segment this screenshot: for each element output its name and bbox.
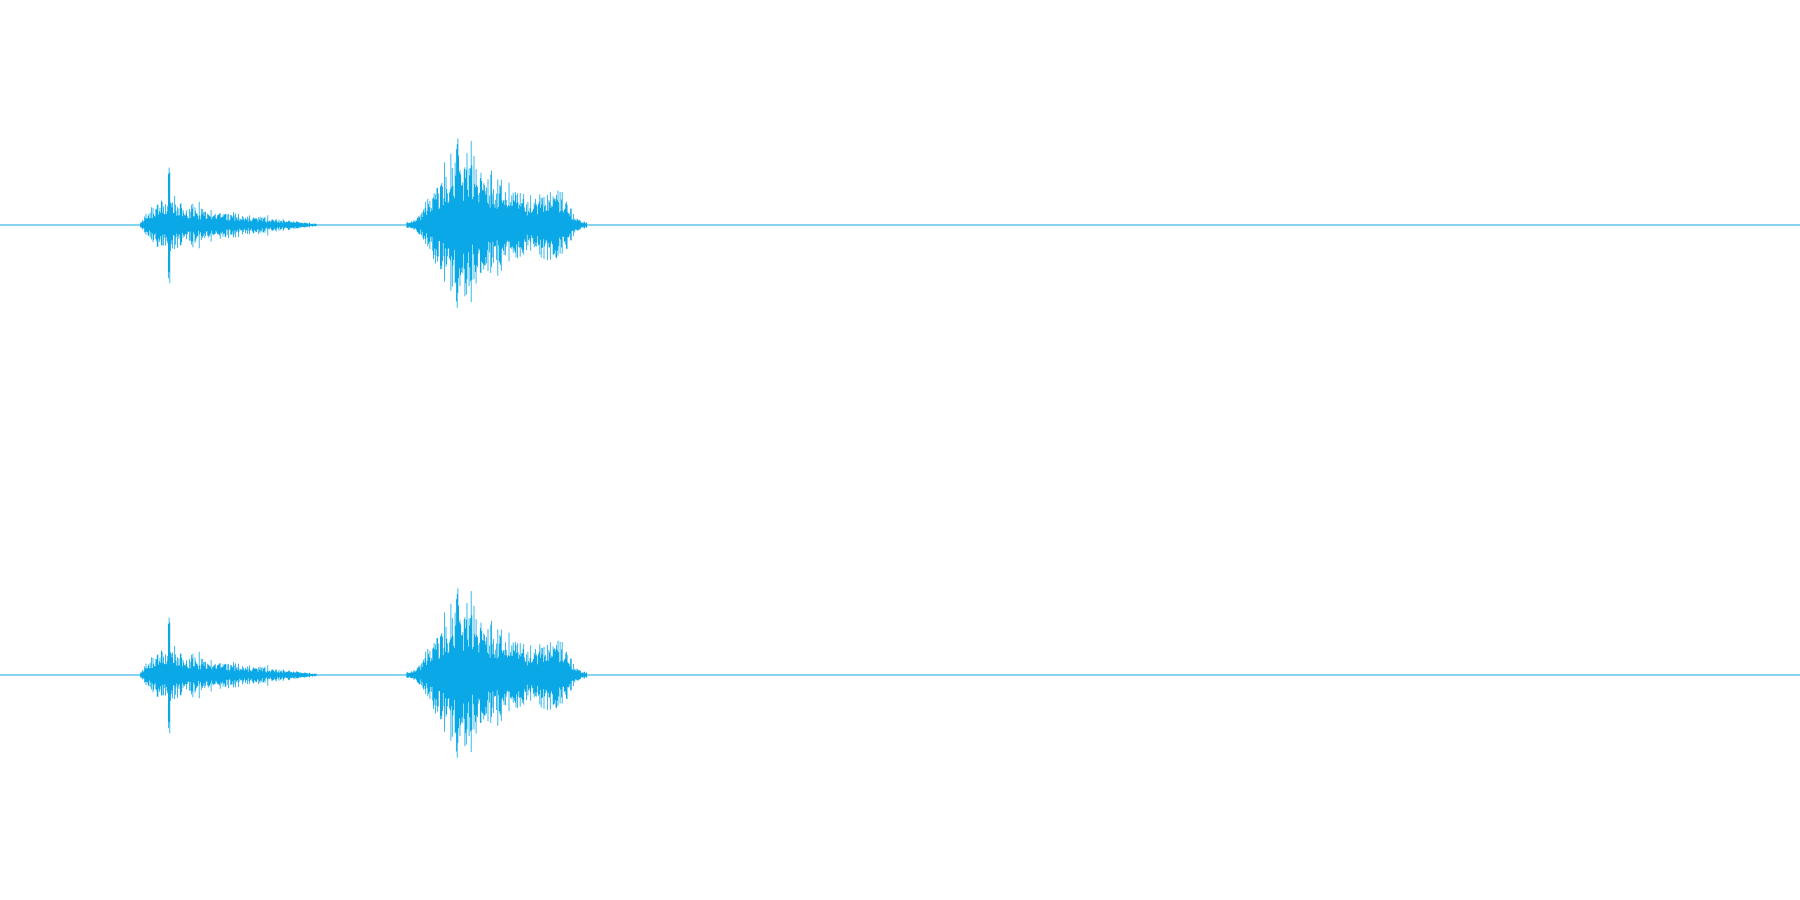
channel-bottom — [0, 588, 1800, 758]
waveform-burst-2 — [406, 138, 588, 308]
waveform-burst-1 — [140, 167, 318, 284]
waveform-burst-1 — [140, 617, 318, 734]
waveform-burst-2 — [406, 588, 588, 758]
channel-top — [0, 138, 1800, 308]
